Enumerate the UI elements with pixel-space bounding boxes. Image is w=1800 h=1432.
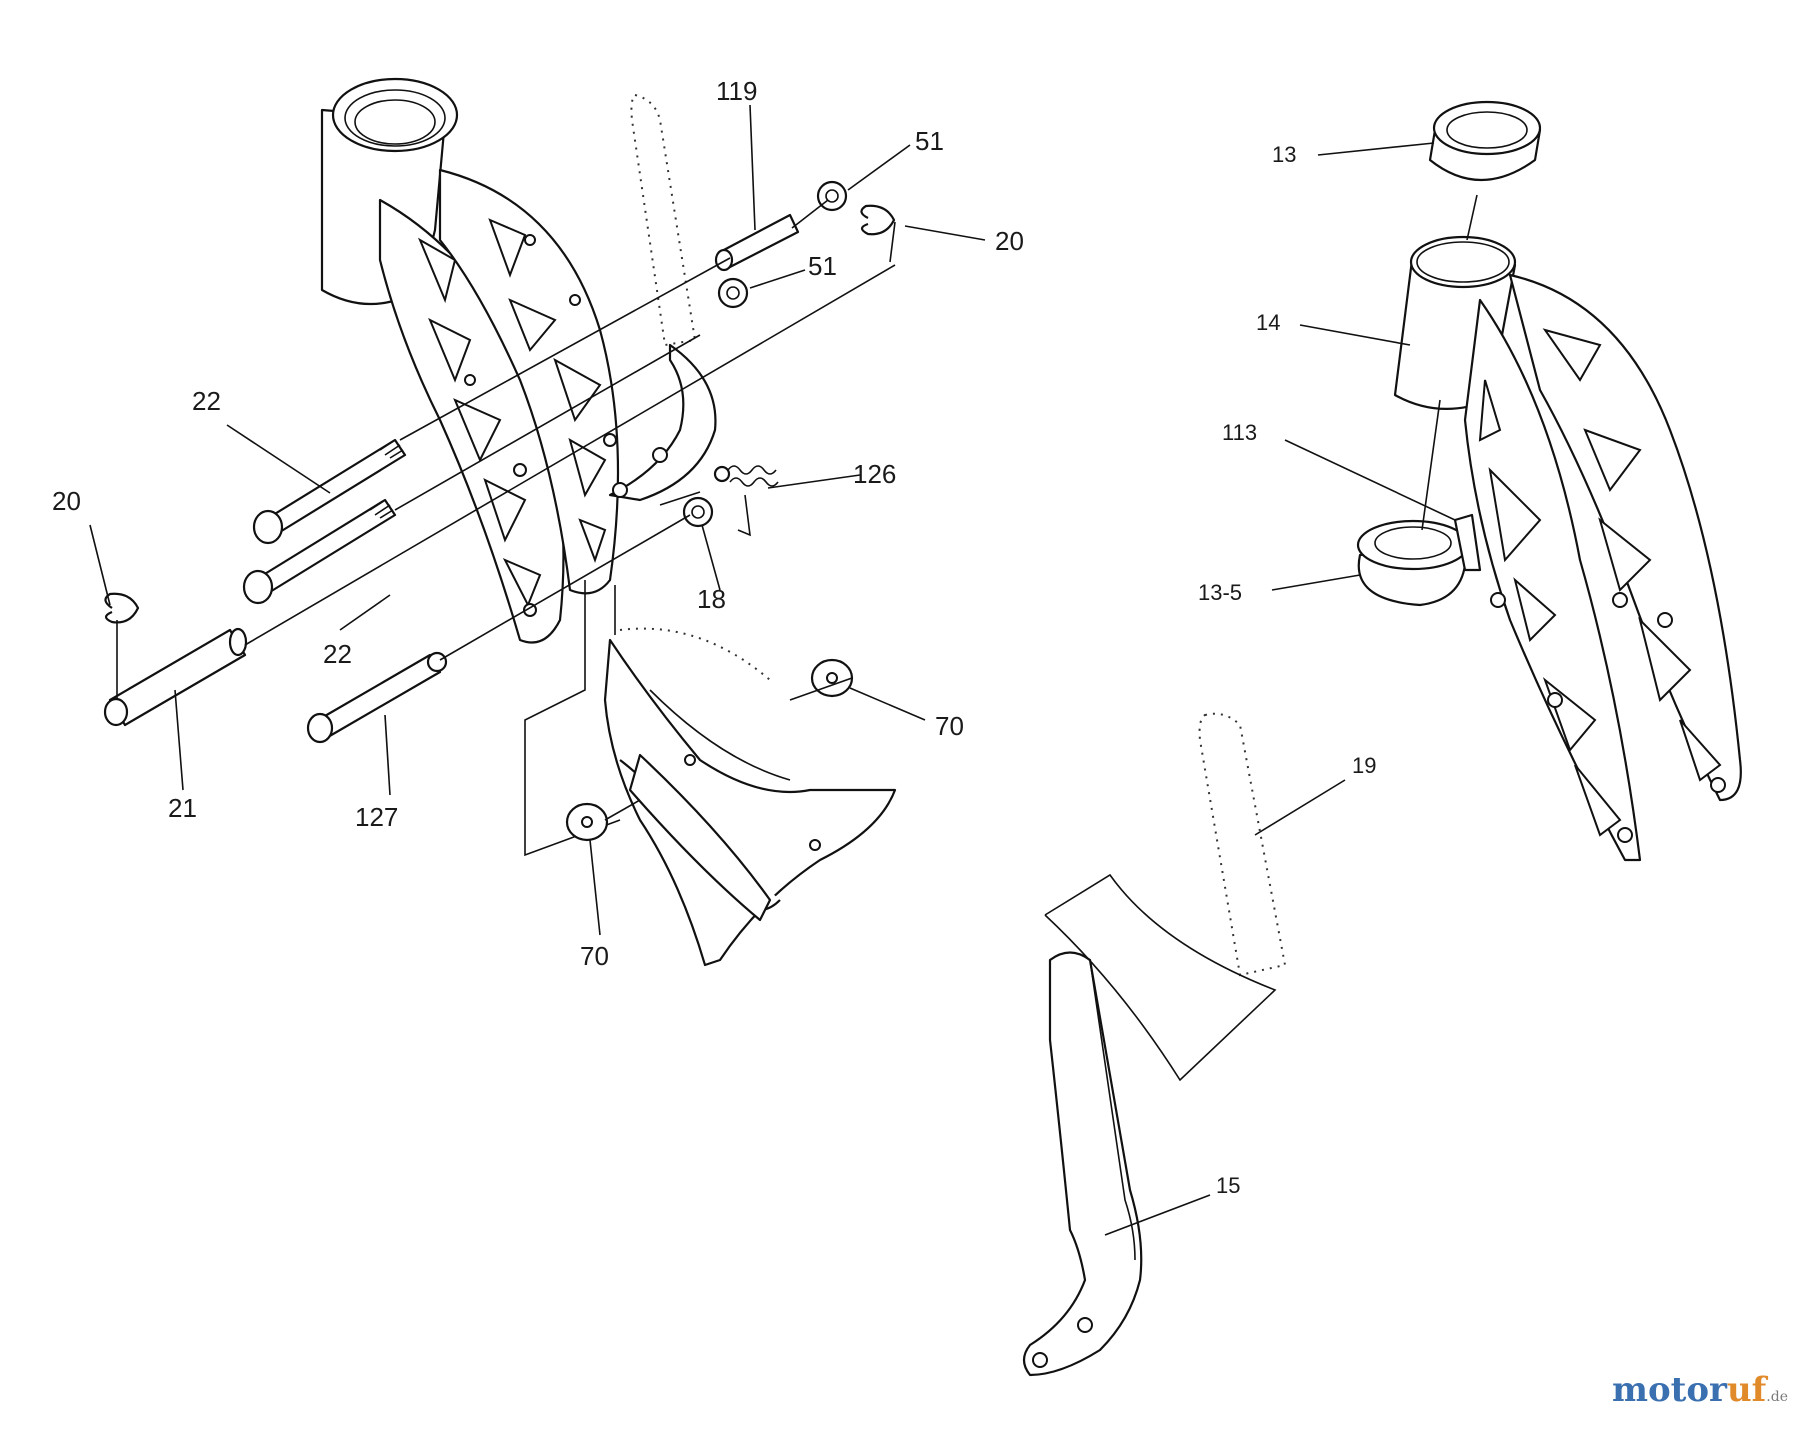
pin-21 (103, 627, 248, 727)
callout-22-upper: 22 (192, 386, 221, 416)
blade-holder-upper (608, 343, 717, 502)
bolt-22-upper (252, 438, 407, 545)
assembly-guide-lines-right (1044, 873, 1277, 1082)
fork-plate-front (438, 168, 620, 595)
washer-70-left (565, 802, 609, 842)
fork-plate-rear (378, 198, 565, 644)
fork-plate-right-front (1508, 273, 1742, 802)
axis-lines-left (116, 199, 896, 821)
blade-dotted-upper (630, 93, 697, 347)
assembly-guide-lines (524, 580, 621, 857)
blade-dotted-19 (1198, 712, 1287, 977)
callout-51-lower: 51 (808, 251, 837, 281)
callout-15: 15 (1216, 1173, 1240, 1198)
e-clip-20-right (860, 204, 896, 236)
pin-119 (714, 213, 800, 272)
callout-18: 18 (697, 584, 726, 614)
leader-lines-right (1104, 142, 1478, 1236)
callout-13-5: 13-5 (1198, 580, 1242, 605)
watermark-logo: motoruf.de (1612, 1370, 1788, 1410)
nut-51-lower (717, 277, 749, 309)
spring-126 (713, 465, 779, 537)
callout-19: 19 (1352, 753, 1376, 778)
watermark-part3: .de (1766, 1389, 1788, 1405)
callout-20-right: 20 (995, 226, 1024, 256)
callout-113: 113 (1222, 420, 1257, 445)
bearing-cup-13 (1428, 100, 1542, 182)
callout-14: 14 (1256, 310, 1280, 335)
callout-70-left: 70 (580, 941, 609, 971)
callout-21: 21 (168, 793, 197, 823)
bearing-cup-13-5 (1356, 519, 1470, 607)
callout-22-lower: 22 (323, 639, 352, 669)
cutting-head-lower (603, 627, 897, 967)
callout-20-left: 20 (52, 486, 81, 516)
nut-51-upper (816, 180, 848, 212)
callout-119: 119 (716, 76, 757, 106)
watermark-part2: uf (1726, 1370, 1767, 1410)
watermark-part1: motor (1611, 1370, 1727, 1410)
leader-lines-left (89, 104, 986, 936)
nut-18 (682, 496, 714, 528)
blade-15 (1022, 951, 1143, 1377)
bushing-113 (1453, 513, 1482, 572)
callout-127: 127 (355, 802, 398, 832)
callout-51-upper: 51 (915, 126, 944, 156)
callout-70-right: 70 (935, 711, 964, 741)
bolt-22-lower (242, 498, 397, 605)
bolt-127 (306, 651, 448, 744)
callout-13: 13 (1272, 142, 1296, 167)
fork-plate-right-rear (1463, 298, 1642, 862)
callout-126: 126 (853, 459, 896, 489)
e-clip-20-left (104, 592, 140, 624)
